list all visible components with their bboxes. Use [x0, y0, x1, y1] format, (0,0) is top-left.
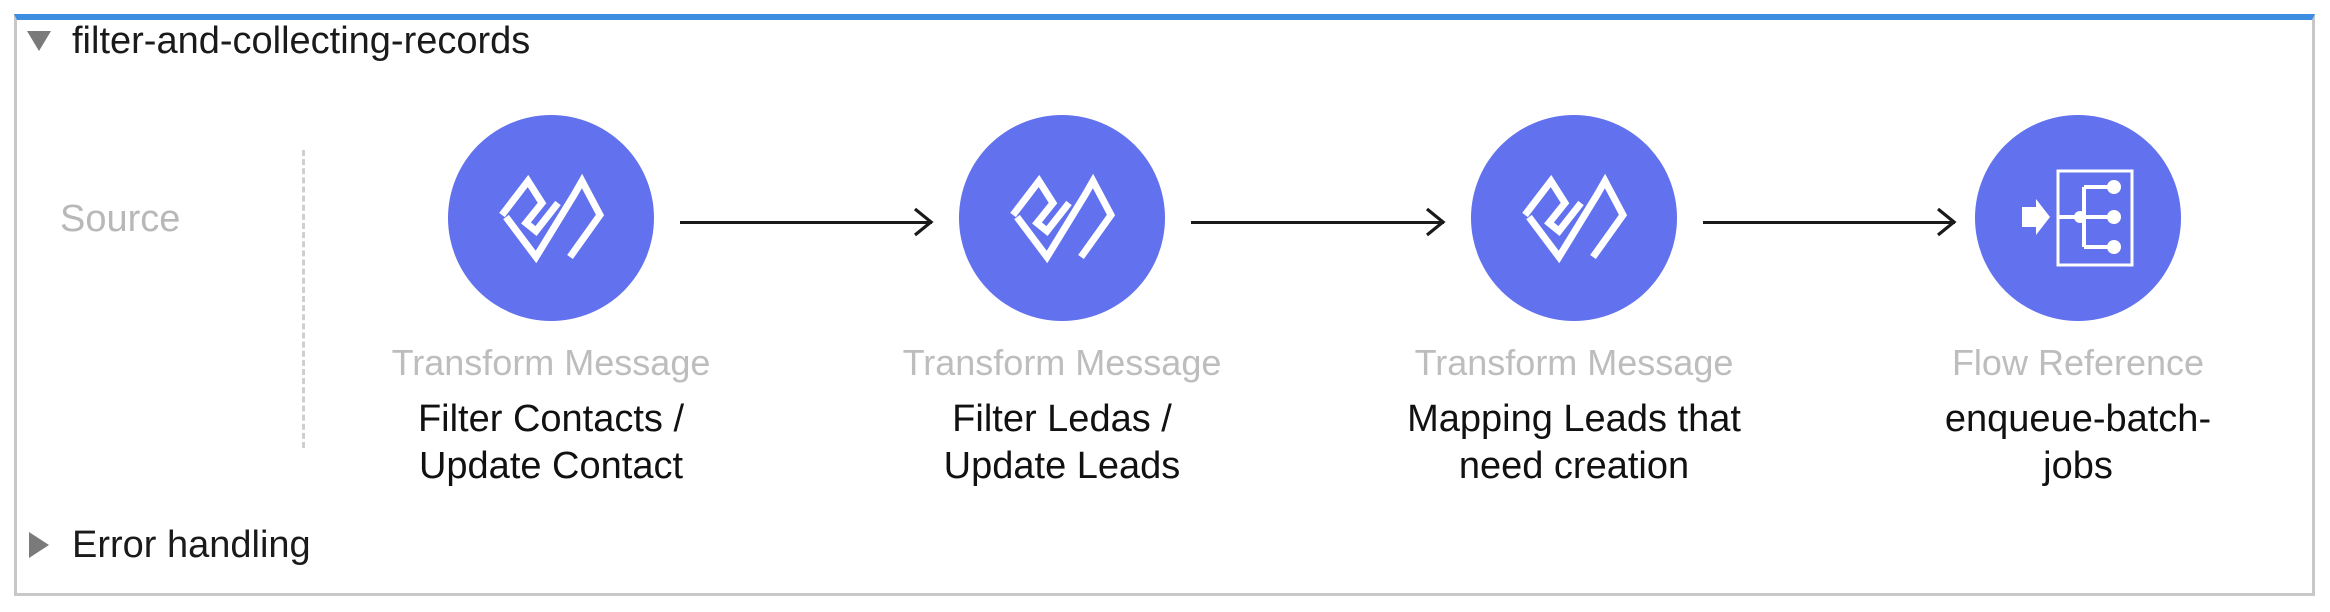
node-type-label: Flow Reference: [1951, 342, 2205, 383]
connector-arrow-1: [680, 207, 934, 237]
expand-triangle-icon[interactable]: [24, 531, 54, 559]
dataweave-icon: [499, 173, 605, 263]
dataweave-icon: [1010, 173, 1116, 263]
flow-header[interactable]: filter-and-collecting-records: [24, 22, 530, 60]
node-filter-contacts[interactable]: Transform Message Filter Contacts / Upda…: [341, 115, 761, 490]
node-circle[interactable]: [1471, 115, 1677, 321]
node-name-label: Mapping Leads that need creation: [1407, 398, 1741, 488]
node-type-label: Transform Message: [902, 342, 1222, 383]
node-name-label: enqueue-batch- jobs: [1944, 398, 2212, 488]
connector-arrow-3: [1703, 207, 1957, 237]
node-type-label: Transform Message: [391, 342, 711, 383]
error-handling-label: Error handling: [72, 524, 311, 566]
dataweave-icon: [1522, 173, 1628, 263]
source-divider: [302, 150, 305, 448]
node-name-label: Filter Ledas / Update Leads: [943, 398, 1181, 488]
node-filter-leads[interactable]: Transform Message Filter Ledas / Update …: [852, 115, 1272, 490]
node-flow-reference[interactable]: Flow Reference enqueue-batch- jobs: [1868, 115, 2288, 490]
node-mapping-leads[interactable]: Transform Message Mapping Leads that nee…: [1364, 115, 1784, 490]
node-circle[interactable]: [1975, 115, 2181, 321]
flow-container: [14, 14, 2315, 596]
node-circle[interactable]: [959, 115, 1165, 321]
flow-title: filter-and-collecting-records: [72, 20, 531, 62]
node-type-label: Transform Message: [1414, 342, 1734, 383]
collapse-triangle-icon[interactable]: [24, 30, 54, 52]
error-handling-header[interactable]: Error handling: [24, 526, 311, 564]
source-placeholder[interactable]: Source: [60, 198, 181, 240]
node-name-label: Filter Contacts / Update Contact: [417, 398, 685, 488]
node-circle[interactable]: [448, 115, 654, 321]
flow-reference-icon: [2022, 169, 2134, 267]
connector-arrow-2: [1191, 207, 1446, 237]
